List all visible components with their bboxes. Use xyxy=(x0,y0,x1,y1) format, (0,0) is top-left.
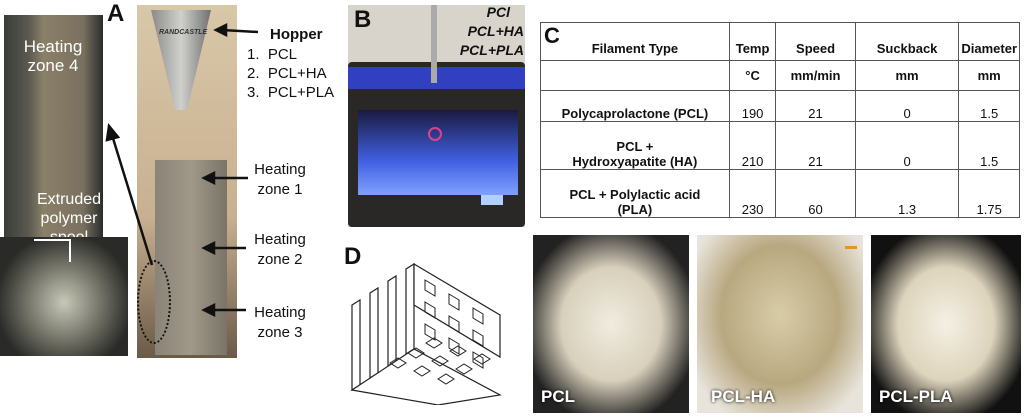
scaffold-photo-pcl-ha: PCL-HA xyxy=(697,235,863,413)
scaffold-photo-pcl: PCL xyxy=(533,235,689,413)
lattice-hole xyxy=(448,293,460,311)
lattice-hole xyxy=(449,345,467,357)
hopper-title: Hopper xyxy=(270,26,323,43)
scaffold-lattice-drawing xyxy=(350,262,502,405)
cell: PCL + Hydroxyapatite (HA) xyxy=(540,121,730,170)
cell: 210 xyxy=(728,121,777,170)
lattice-hole xyxy=(472,329,484,347)
filament-table: C Filament Type Temp Speed Suckback Diame… xyxy=(540,22,1020,218)
material-pcl: PCl xyxy=(486,4,510,20)
lattice-hole xyxy=(389,357,407,369)
cell: 1.75 xyxy=(958,169,1020,218)
cell: 1.5 xyxy=(958,90,1020,122)
scaffold-photo-pcl-pla: PCL-PLA xyxy=(871,235,1021,413)
unit-cell: mm xyxy=(854,60,960,91)
heating-zone-3-label: Heating zone 3 xyxy=(254,304,306,341)
lattice-hole xyxy=(425,337,443,349)
material-pcl-pla: PCL+PLA xyxy=(459,42,524,58)
heating-zone-4-label: Heating zone 4 xyxy=(23,37,83,75)
brand-text: RANDCASTLE xyxy=(159,29,208,36)
cell: 0 xyxy=(854,121,960,170)
cell: 190 xyxy=(728,90,777,122)
lattice-hole xyxy=(424,279,436,297)
spool-photo xyxy=(0,237,128,356)
lattice-hole xyxy=(455,363,473,375)
cell: Polycaprolactone (PCL) xyxy=(540,90,730,122)
panel-a-label: A xyxy=(107,0,125,27)
hopper-item: 2. PCL+HA xyxy=(247,65,327,82)
cell: 230 xyxy=(728,169,777,218)
unit-cell xyxy=(540,60,730,91)
hopper-item: 1. PCL xyxy=(247,46,298,63)
lattice-hole xyxy=(424,301,436,319)
lattice-hole xyxy=(437,373,455,385)
material-pcl-ha: PCL+HA xyxy=(467,23,524,39)
lattice-hole xyxy=(448,337,460,355)
unit-cell: °C xyxy=(728,60,777,91)
header-diameter: Diameter xyxy=(958,22,1020,61)
extruded-spool-label: Extruded polymer spool xyxy=(36,191,102,237)
lattice-hole xyxy=(413,365,431,377)
scale-bar xyxy=(845,246,857,249)
unit-cell: mm xyxy=(958,60,1020,91)
lattice-hole xyxy=(424,323,436,341)
panel-d-label: D xyxy=(344,243,362,270)
cell: 1.5 xyxy=(958,121,1020,170)
heating-zone-1-label: Heating zone 1 xyxy=(254,161,306,198)
heating-zone-4-photo: Heating zone 4 Extruded polymer spool xyxy=(4,15,103,237)
header-temp: Temp xyxy=(728,22,777,61)
cell: 21 xyxy=(775,121,856,170)
cell: 0 xyxy=(854,90,960,122)
photo-label-pcl-pla: PCL-PLA xyxy=(879,387,953,406)
table-row: PCL + Hydroxyapatite (HA) 210 21 0 1.5 xyxy=(540,121,1020,170)
heating-zone-2-label: Heating zone 2 xyxy=(254,231,306,268)
cell: 60 xyxy=(775,169,856,218)
table-row: PCL + Polylactic acid (PLA) 230 60 1.3 1… xyxy=(540,169,1020,218)
unit-cell: mm/min xyxy=(775,60,856,91)
lattice-hole xyxy=(407,347,425,359)
panel-c-label: C xyxy=(544,23,560,48)
header-suckback: Suckback xyxy=(854,22,960,61)
photo-label-pcl-ha: PCL-HA xyxy=(711,387,776,406)
cell: PCL + Polylactic acid (PLA) xyxy=(540,169,730,218)
lattice-hole xyxy=(448,315,460,333)
header-speed: Speed xyxy=(775,22,856,61)
printer-photo xyxy=(348,5,525,227)
header-filament-type: Filament Type xyxy=(591,41,679,56)
lattice-hole xyxy=(473,353,491,365)
hopper-item: 3. PCL+PLA xyxy=(247,84,335,101)
lattice-hole xyxy=(431,355,449,367)
panel-a-arrows xyxy=(34,22,259,318)
photo-label-pcl: PCL xyxy=(541,387,575,406)
table-row: Polycaprolactone (PCL) 190 21 0 1.5 xyxy=(540,90,1020,122)
cell: 21 xyxy=(775,90,856,122)
cell: 1.3 xyxy=(854,169,960,218)
panel-b-label: B xyxy=(354,6,372,33)
extruder-photo: RANDCASTLE xyxy=(137,5,237,358)
lattice-hole xyxy=(472,307,484,325)
